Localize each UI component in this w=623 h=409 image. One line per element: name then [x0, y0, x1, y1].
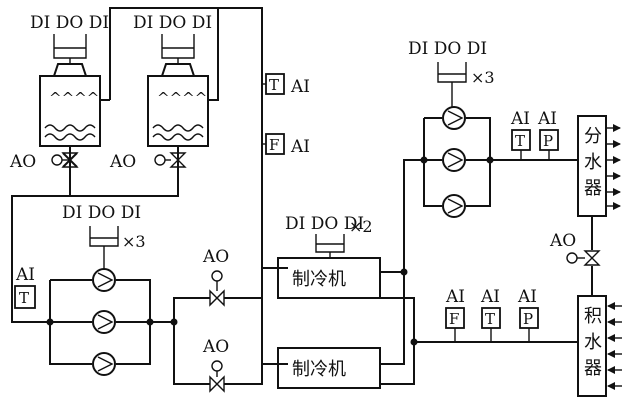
cooling-tower-left: DI DO DI ^^^^ [30, 13, 109, 147]
svg-text:器: 器 [584, 178, 602, 199]
tower-right-valve: AO [109, 152, 187, 172]
pump-to-chiller-piping [170, 290, 263, 385]
return-water-header: 积 水 器 [577, 295, 622, 397]
valve-icon [209, 289, 225, 307]
svg-text:AI: AI [537, 109, 557, 129]
actuator-icon [161, 34, 195, 64]
cooling-tower-icon: ^^^^ [39, 63, 101, 147]
ao-actuator-icon [154, 154, 166, 166]
chiller-1: 制冷机 [277, 257, 381, 299]
chilled-water-piping [380, 159, 578, 385]
svg-text:AI: AI [480, 287, 500, 307]
svg-text:AI: AI [15, 265, 35, 285]
actuator-icon [53, 34, 87, 64]
svg-text:AI: AI [290, 77, 310, 97]
ao-actuator-icon [211, 270, 223, 282]
svg-text:AO: AO [202, 247, 229, 267]
svg-text:水: 水 [584, 332, 602, 353]
chiller-2: 制冷机 [277, 347, 381, 389]
supply-water-header: 分 水 器 [577, 115, 621, 217]
svg-text:T: T [269, 76, 279, 94]
svg-text:×3: ×3 [471, 68, 495, 87]
svg-text:AI: AI [290, 137, 310, 157]
valve-icon [169, 152, 187, 168]
svg-text:×2: ×2 [349, 217, 373, 236]
svg-text:T: T [19, 289, 29, 307]
tower-right-signal-label: DI DO DI [133, 13, 212, 33]
svg-text:^^^^: ^^^^ [49, 89, 99, 107]
tower-left-valve: AO [9, 152, 79, 172]
ao-actuator-icon [566, 252, 578, 264]
chiller-2-label: 制冷机 [292, 359, 346, 380]
ao-label: AO [109, 152, 136, 172]
condenser-flow-sensor: F AI [262, 133, 310, 157]
condenser-temperature-sensor: T AI [262, 73, 310, 97]
chilled-water-pump-group: DI DO DI ×3 [408, 39, 578, 218]
svg-text:AI: AI [517, 287, 537, 307]
svg-text:AI: AI [510, 109, 530, 129]
pump-icon [442, 148, 466, 172]
valve-icon [583, 250, 601, 266]
valve-icon [209, 375, 225, 393]
svg-text:器: 器 [584, 358, 602, 379]
tower-left-signal-label: DI DO DI [30, 13, 109, 33]
pump-icon [442, 106, 466, 130]
svg-text:AO: AO [202, 337, 229, 357]
svg-text:P: P [523, 310, 533, 328]
chiller-1-label: 制冷机 [292, 269, 346, 290]
svg-text:积: 积 [584, 306, 602, 327]
svg-text:F: F [449, 310, 459, 328]
svg-text:T: T [515, 132, 525, 150]
svg-text:水: 水 [584, 152, 602, 173]
pump-icon [92, 352, 116, 376]
svg-text:AI: AI [445, 287, 465, 307]
svg-text:DI DO DI: DI DO DI [285, 214, 364, 234]
svg-text:F: F [269, 136, 279, 154]
pump-icon [92, 268, 116, 292]
ao-actuator-icon [51, 154, 63, 166]
condenser-return-temperature-sensor: AI T [14, 265, 36, 309]
condenser-pump-group: DI DO DI ×3 [46, 203, 174, 376]
ao-label: AO [9, 152, 36, 172]
ao-actuator-icon [211, 360, 223, 372]
return-temperature-sensor: AI T [480, 287, 501, 342]
cooling-tower-icon: ^^^^ [147, 63, 209, 147]
header-bypass-valve: AO [549, 216, 601, 296]
svg-text:P: P [543, 132, 553, 150]
svg-text:T: T [485, 310, 495, 328]
supply-pressure-sensor: AI P [537, 109, 559, 160]
chiller-2-inlet-valve: AO [202, 337, 229, 393]
svg-text:分: 分 [584, 126, 602, 147]
supply-temperature-sensor: AI T [510, 109, 531, 160]
svg-text:AO: AO [549, 231, 576, 251]
chiller-1-inlet-valve: AO [202, 247, 229, 307]
svg-text:×3: ×3 [122, 232, 146, 251]
return-flow-sensor: AI F [445, 287, 465, 342]
pump-icon [442, 194, 466, 218]
chw-pump-signal-label: DI DO DI [408, 39, 487, 59]
pump-group-signal-label: DI DO DI [62, 203, 141, 223]
cooling-tower-right: DI DO DI ^^^^ [133, 13, 212, 147]
chiller-control-signals: DI DO DI ×2 [285, 214, 373, 258]
pump-icon [92, 310, 116, 334]
svg-text:^^^^: ^^^^ [157, 89, 207, 107]
return-pressure-sensor: AI P [517, 287, 539, 342]
condenser-water-piping [11, 7, 288, 365]
